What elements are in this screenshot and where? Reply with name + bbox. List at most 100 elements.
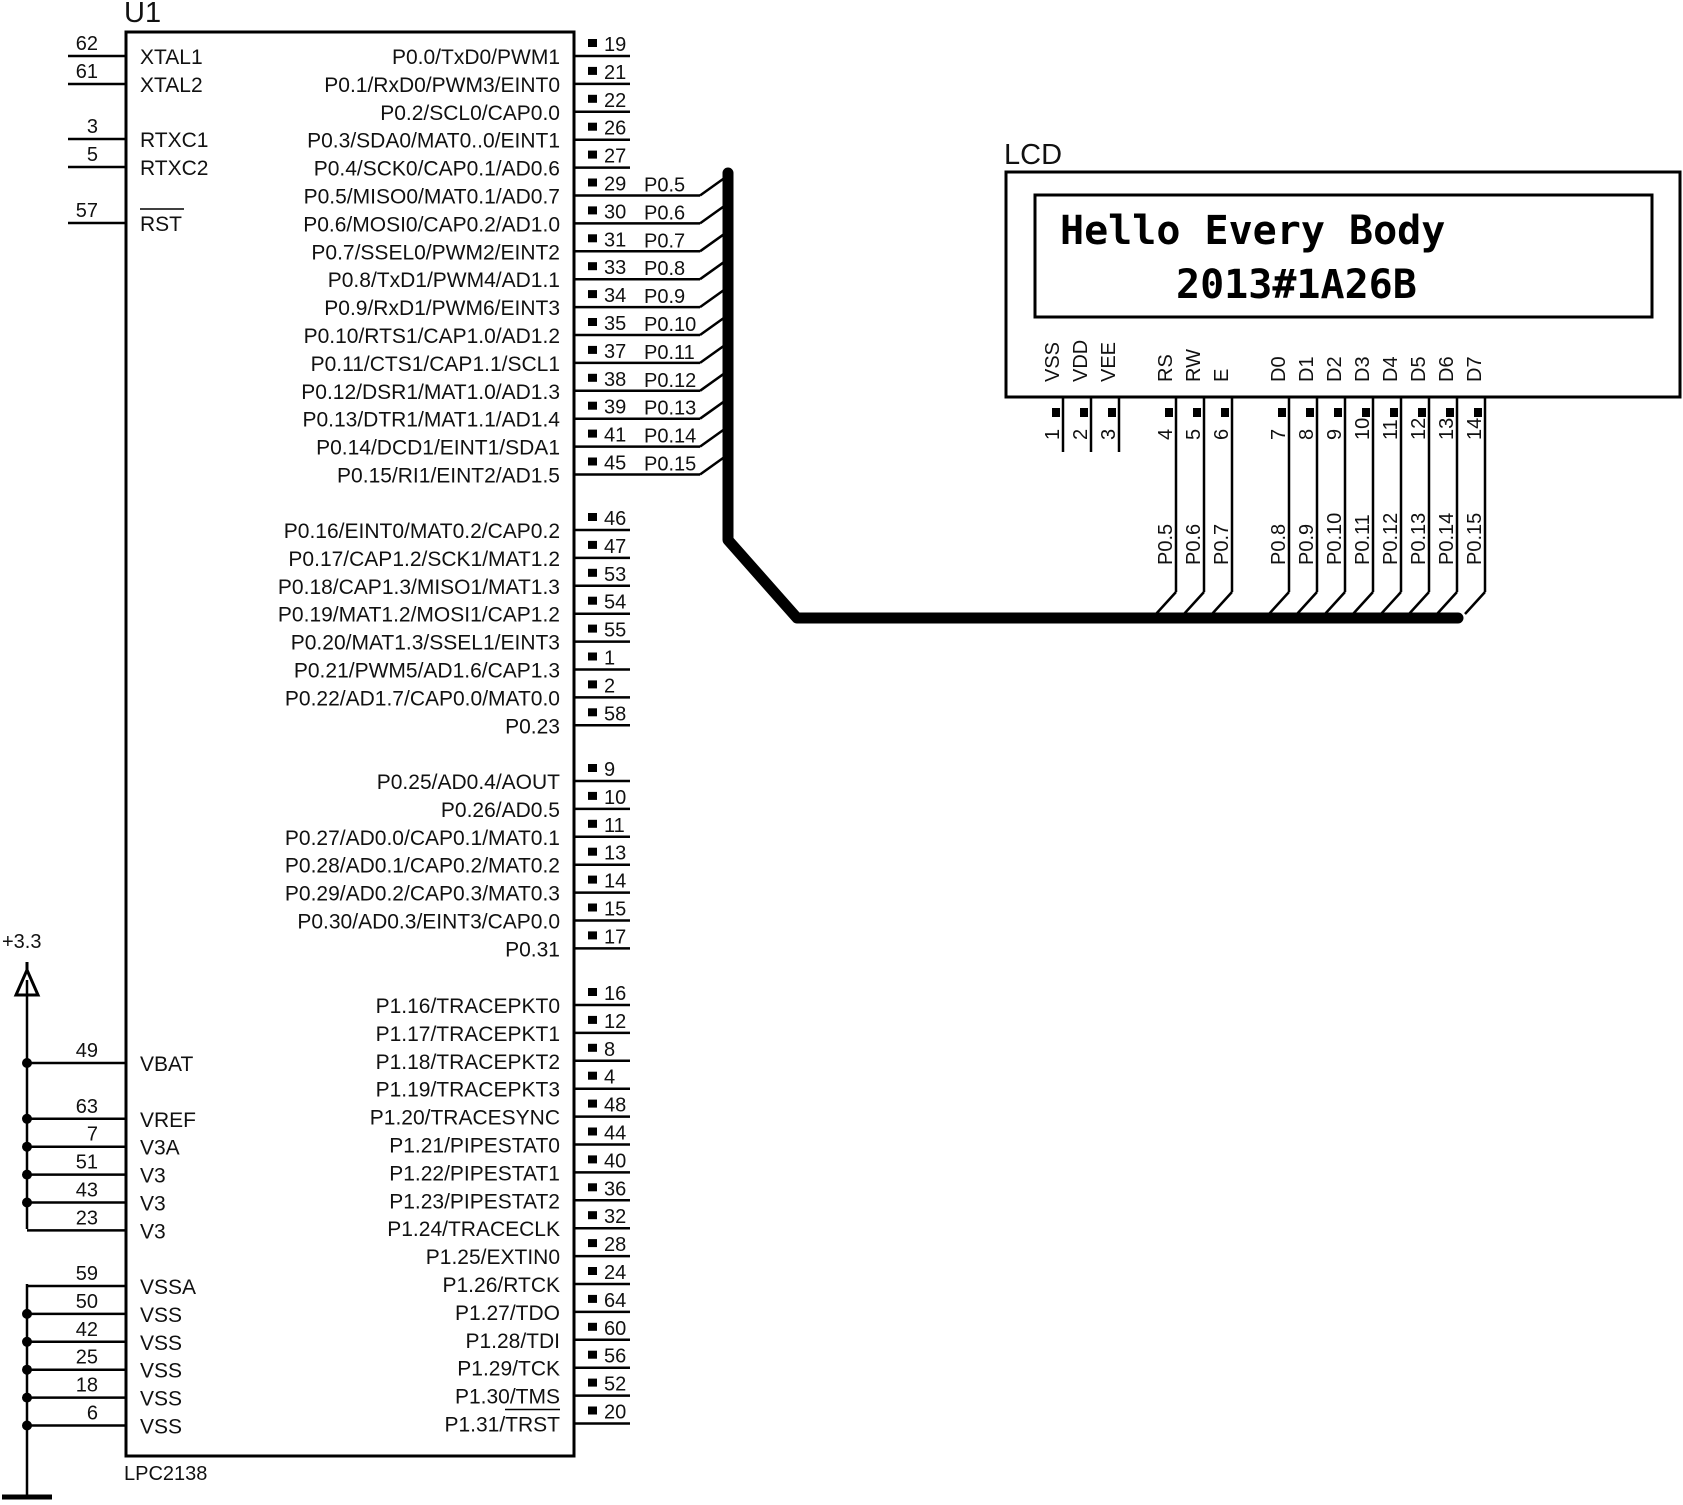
net-label: P0.13 (1408, 513, 1430, 565)
pin-marker-icon (588, 1155, 597, 1164)
net-label: P0.9 (1296, 524, 1318, 565)
mcu-pin-name: P0.25/AD0.4/AOUT (377, 771, 560, 794)
mcu-pin-name: P1.22/PIPESTAT1 (389, 1162, 560, 1185)
bus-entry (1268, 591, 1290, 615)
mcu-pin-number: 57 (76, 200, 98, 222)
pin-marker-icon (1165, 408, 1173, 417)
mcu-pin-number: 13 (604, 843, 626, 865)
mcu-pin-name: P0.8/TxD1/PWM4/AD1.1 (328, 269, 560, 292)
bus-entry (1464, 591, 1486, 615)
mcu-pin-number: 27 (604, 146, 626, 168)
bus-entry (1408, 591, 1430, 615)
mcu-pin-number: 3 (87, 116, 98, 138)
lcd-pin-name: D1 (1296, 356, 1318, 382)
mcu-pin-name: P0.16/EINT0/MAT0.2/CAP0.2 (284, 520, 560, 543)
pin-marker-icon (588, 1294, 597, 1303)
mcu-pin-number: 32 (604, 1206, 626, 1228)
mcu-pin-number: 20 (604, 1402, 626, 1424)
pin-marker-icon (588, 345, 597, 354)
pin-marker-icon (1306, 408, 1314, 417)
mcu-pin-number: 29 (604, 174, 626, 196)
bus-entry (699, 313, 729, 337)
mcu-pin-name: P0.11/CTS1/CAP1.1/SCL1 (311, 353, 560, 376)
mcu-pin-name: P0.2/SCL0/CAP0.0 (380, 102, 560, 125)
mcu-pin-number: 12 (604, 1011, 626, 1033)
lcd-pin-number: 13 (1436, 418, 1458, 440)
net-label: P0.11 (1352, 514, 1374, 565)
mcu-pin-name: P1.25/EXTIN0 (426, 1246, 560, 1269)
mcu-pin-name: P0.27/AD0.0/CAP0.1/MAT0.1 (285, 827, 560, 850)
mcu-pin-number: 31 (604, 229, 626, 251)
mcu-pin-number: 30 (604, 201, 626, 223)
lcd-line-1: Hello Every Body (1060, 208, 1445, 254)
mcu-pin-number: 6 (87, 1403, 98, 1425)
lcd-pin-number: 6 (1211, 429, 1233, 440)
bus-entry (1324, 591, 1346, 615)
mcu-pin-name: P1.20/TRACESYNC (370, 1107, 560, 1130)
mcu-pin-name: P1.26/RTCK (443, 1274, 561, 1297)
lcd-module: LCD Hello Every Body 2013#1A26B VSS1VDD2… (1004, 139, 1682, 592)
mcu-pin-name: VREF (140, 1109, 196, 1132)
mcu-pin-number: 54 (604, 592, 626, 614)
mcu-pin-number: 33 (604, 257, 626, 279)
mcu-pin-name: P0.3/SDA0/MAT0..0/EINT1 (307, 130, 560, 153)
pin-marker-icon (1446, 408, 1454, 417)
pin-marker-icon (588, 652, 597, 661)
mcu-pin-number: 38 (604, 369, 626, 391)
pin-marker-icon (588, 122, 597, 131)
pin-marker-icon (588, 373, 597, 382)
mcu-pin-name: P0.29/AD0.2/CAP0.3/MAT0.3 (285, 883, 560, 906)
mcu-pin-number: 5 (87, 144, 98, 166)
pin-marker-icon (588, 931, 597, 940)
lcd-pins: VSS1VDD2VEE3RS4P0.5RW5P0.6E6P0.7D07P0.8D… (1042, 340, 1487, 592)
lcd-pin-name: RW (1183, 349, 1205, 382)
pin-marker-icon (588, 596, 597, 605)
mcu-pin-number: 59 (76, 1263, 98, 1285)
bus-entry (699, 174, 729, 197)
bus-entry (1436, 591, 1458, 615)
pin-marker-icon (588, 318, 597, 326)
pin-marker-icon (588, 680, 597, 689)
mcu-pin-name: P0.6/MOSI0/CAP0.2/AD1.0 (303, 213, 560, 236)
lcd-pin-name: D4 (1380, 356, 1402, 382)
mcu-pin-number: 35 (604, 313, 626, 335)
mcu-pin-number: 48 (604, 1095, 626, 1117)
mcu-pin-name: P0.17/CAP1.2/SCK1/MAT1.2 (288, 548, 560, 571)
mcu-pin-number: 60 (604, 1318, 626, 1340)
mcu-right-pins: 19P0.0/TxD0/PWM121P0.1/RxD0/PWM3/EINT022… (278, 34, 700, 1437)
mcu-pin-name: P0.30/AD0.3/EINT3/CAP0.0 (297, 911, 560, 934)
mcu-pin-number: 46 (604, 508, 626, 530)
lcd-pin-name: RS (1155, 354, 1177, 382)
bus-entry (1155, 591, 1177, 615)
mcu-pin-name: VBAT (140, 1053, 193, 1076)
pin-marker-icon (588, 568, 597, 577)
net-label: P0.14 (1436, 513, 1458, 565)
lcd-pin-name: VEE (1098, 342, 1120, 382)
mcu-pin-number: 28 (604, 1234, 626, 1256)
lcd-screen (1033, 193, 1654, 319)
pin-marker-icon (588, 429, 597, 438)
mcu-pin-name: P1.17/TRACEPKT1 (376, 1023, 560, 1046)
lcd-pin-number: 2 (1070, 429, 1092, 440)
mcu-pin-number: 64 (604, 1290, 626, 1312)
mcu-pin-number: 50 (76, 1291, 98, 1313)
ground-rail (2, 1284, 52, 1500)
pin-marker-icon (588, 39, 597, 47)
mcu-pin-number: 18 (76, 1375, 98, 1397)
pin-marker-icon (588, 513, 597, 521)
bus-entry (699, 453, 729, 476)
mcu-pin-number: 17 (604, 926, 626, 948)
mcu-pin-name: P1.19/TRACEPKT3 (376, 1079, 560, 1102)
bus-entry (699, 425, 729, 448)
mcu-pin-name: VSSA (140, 1276, 196, 1299)
pin-marker-icon (588, 290, 597, 299)
net-label: P0.10 (1324, 513, 1346, 565)
mcu-pin-number: 45 (604, 453, 626, 475)
bus-entry (699, 341, 729, 364)
mcu-pin-name: XTAL1 (140, 46, 203, 69)
mcu-pin-name: V3 (140, 1220, 166, 1243)
mcu-pin-number: 41 (604, 425, 626, 447)
pin-marker-icon (1362, 408, 1370, 417)
pin-marker-icon (588, 1239, 597, 1248)
